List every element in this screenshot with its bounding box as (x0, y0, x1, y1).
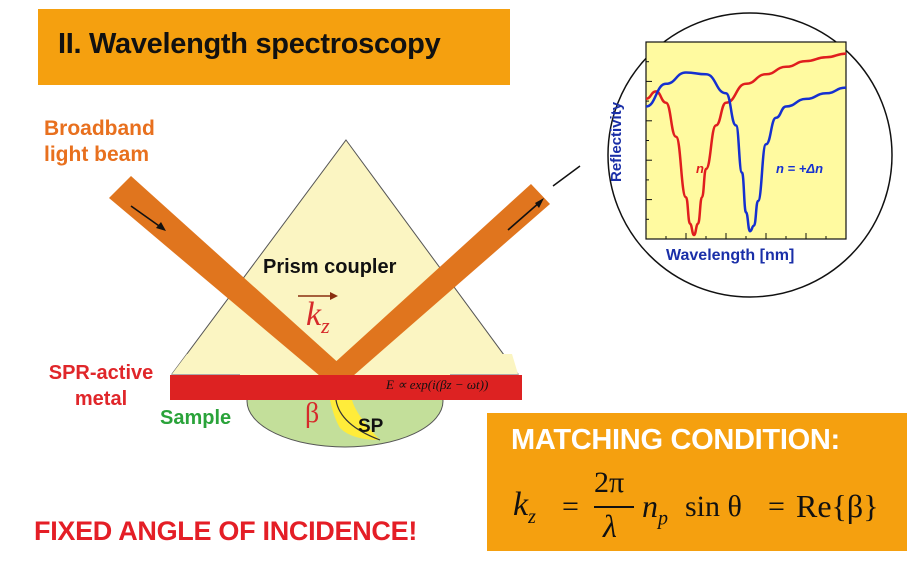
series-dn-label: n = +Δn (776, 161, 824, 176)
fixed-angle-label: FIXED ANGLE OF INCIDENCE! (34, 516, 418, 546)
incident-arrow-head (156, 222, 166, 231)
eq-lhs-symbol: k (513, 486, 529, 523)
plot-ticks (646, 61, 827, 239)
x-axis-label: Wavelength [nm] (666, 247, 795, 264)
kz-subscript: z (321, 312, 330, 338)
sp-field-curve (335, 399, 381, 441)
kz-label: kz (306, 296, 330, 339)
eq-equals-1: = (562, 490, 579, 523)
eq-re-beta: Re{β} (796, 488, 879, 524)
eq-fraction-bar (594, 506, 634, 508)
matching-condition-box (487, 413, 907, 551)
beam-label: Broadband light beam (44, 116, 155, 168)
eq-numerator: 2π (594, 466, 625, 499)
kz-arrow-head (330, 292, 338, 300)
title-banner (38, 9, 510, 85)
beta-label: β (305, 398, 320, 429)
eq-lhs-subscript: z (528, 505, 536, 528)
sp-label: SP (358, 416, 384, 437)
sample-label: Sample (160, 407, 232, 429)
reflected-beam (320, 184, 550, 376)
eq-equals-2: = (768, 490, 785, 523)
beam-label-line2: light beam (44, 143, 150, 166)
page-title: II. Wavelength spectroscopy (58, 28, 441, 60)
series-dn-line (645, 71, 847, 233)
eq-sin: sin θ (685, 490, 742, 523)
callout-line (552, 165, 581, 187)
field-equation: E ∝ exp(i(βz − ωt)) (386, 377, 489, 392)
series-n-line (645, 52, 847, 237)
eq-np-symbol: n (642, 488, 658, 524)
reflected-arrow-head (535, 198, 544, 208)
incident-beam (109, 176, 353, 376)
eq-lhs: kz (513, 486, 536, 529)
spr-label-line2: metal (74, 388, 128, 410)
eq-np: np (642, 488, 668, 530)
spr-label-line1: SPR-active (48, 362, 154, 384)
reflected-arrow (507, 201, 541, 231)
incident-arrow (130, 205, 163, 229)
eq-np-subscript: p (658, 507, 668, 530)
series-n-label: n (696, 161, 704, 176)
matching-condition-title: MATCHING CONDITION: (511, 424, 840, 456)
sp-field-decay (330, 400, 380, 440)
y-axis-label: Reflectivity (608, 101, 625, 182)
spr-metal-layer (170, 375, 522, 400)
spr-metal-label: SPR-active metal (40, 360, 162, 412)
eq-denominator: λ (603, 508, 617, 544)
prism-label: Prism coupler (263, 256, 397, 278)
kz-symbol: k (306, 296, 322, 333)
beam-label-line1: Broadband (44, 117, 155, 140)
